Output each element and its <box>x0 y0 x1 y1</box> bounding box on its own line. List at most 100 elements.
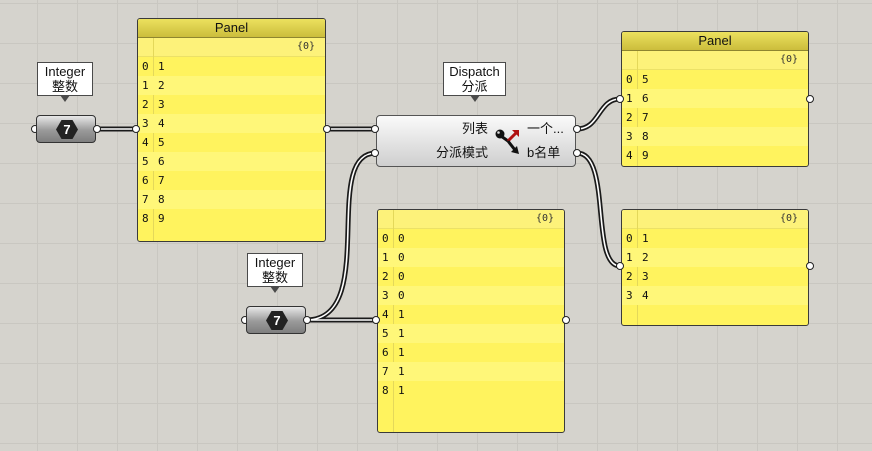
row-value: 2 <box>642 251 649 264</box>
wire-outB-panel4 <box>574 150 623 269</box>
row-index: 0 <box>382 232 389 245</box>
row-index: 8 <box>382 384 389 397</box>
row-index: 6 <box>382 346 389 359</box>
row-index: 3 <box>142 117 149 130</box>
panel-1-output-grip[interactable] <box>323 125 331 133</box>
dispatch-output-b-grip[interactable] <box>573 149 581 157</box>
row-index: 4 <box>382 308 389 321</box>
integer1-tooltip: Integer 整数 <box>37 62 93 102</box>
row-index: 0 <box>626 232 633 245</box>
row-value: 1 <box>398 308 405 321</box>
integer1-tooltip-subtitle: 整数 <box>51 79 78 94</box>
row-value: 1 <box>398 346 405 359</box>
row-index: 1 <box>142 79 149 92</box>
panel-1-input-grip[interactable] <box>132 125 140 133</box>
row-index: 2 <box>626 111 633 124</box>
dispatch-input-pattern-label[interactable]: 分派模式 <box>435 145 488 160</box>
row-value: 9 <box>158 212 165 225</box>
row-index: 3 <box>626 130 633 143</box>
row-value: 1 <box>642 232 649 245</box>
dispatch-output-a-label[interactable]: 一个... <box>527 121 564 136</box>
panel-3-input-grip[interactable] <box>372 316 380 324</box>
row-value: 1 <box>398 327 405 340</box>
dispatch-tooltip: Dispatch 分派 <box>443 62 506 102</box>
row-index: 0 <box>626 73 633 86</box>
row-value: 2 <box>158 79 165 92</box>
row-index: 1 <box>382 251 389 264</box>
integer1-tooltip-title: Integer <box>44 64 86 79</box>
panel-1-path: {0} <box>138 38 325 57</box>
panel-2-title: Panel <box>622 32 808 51</box>
panel-4-output-grip[interactable] <box>806 262 814 270</box>
row-value: 8 <box>158 193 165 206</box>
row-value: 0 <box>398 270 405 283</box>
row-index: 1 <box>626 251 633 264</box>
row-value: 7 <box>158 174 165 187</box>
row-value: 0 <box>398 289 405 302</box>
dispatch-output-a-grip[interactable] <box>573 125 581 133</box>
row-index: 5 <box>142 155 149 168</box>
row-value: 0 <box>398 251 405 264</box>
row-index: 4 <box>626 149 633 162</box>
dispatch-component[interactable]: 列表 分派模式 一个... b名单 <box>376 115 576 167</box>
panel-4-input-grip[interactable] <box>616 262 624 270</box>
row-value: 7 <box>642 111 649 124</box>
integer2-slider[interactable]: 7 <box>246 306 306 334</box>
row-index: 0 <box>142 60 149 73</box>
panel-4-gutter <box>637 210 638 325</box>
panel-2-input-grip[interactable] <box>616 95 624 103</box>
panel-4-path: {0} <box>622 210 808 229</box>
row-value: 0 <box>398 232 405 245</box>
integer2-output-grip[interactable] <box>303 316 311 324</box>
panel-3-output-grip[interactable] <box>562 316 570 324</box>
dispatch-input-pattern-grip[interactable] <box>371 149 379 157</box>
row-index: 6 <box>142 174 149 187</box>
integer1-output-grip[interactable] <box>93 125 101 133</box>
row-value: 1 <box>398 365 405 378</box>
dispatch-icon <box>495 129 519 154</box>
row-index: 3 <box>382 289 389 302</box>
dispatch-input-list-label[interactable]: 列表 <box>461 121 488 136</box>
dispatch-output-b-label[interactable]: b名单 <box>527 145 561 160</box>
integer1-value-badge: 7 <box>56 120 78 139</box>
panel-2-output-grip[interactable] <box>806 95 814 103</box>
dispatch-tooltip-title: Dispatch <box>449 64 500 79</box>
integer1-slider[interactable]: 7 <box>36 115 96 143</box>
row-value: 3 <box>158 98 165 111</box>
integer2-tooltip: Integer 整数 <box>247 253 303 293</box>
dispatch-input-list-grip[interactable] <box>371 125 379 133</box>
panel-2-gutter <box>637 51 638 166</box>
dispatch-tooltip-subtitle: 分派 <box>461 79 488 94</box>
row-index: 7 <box>142 193 149 206</box>
row-index: 8 <box>142 212 149 225</box>
